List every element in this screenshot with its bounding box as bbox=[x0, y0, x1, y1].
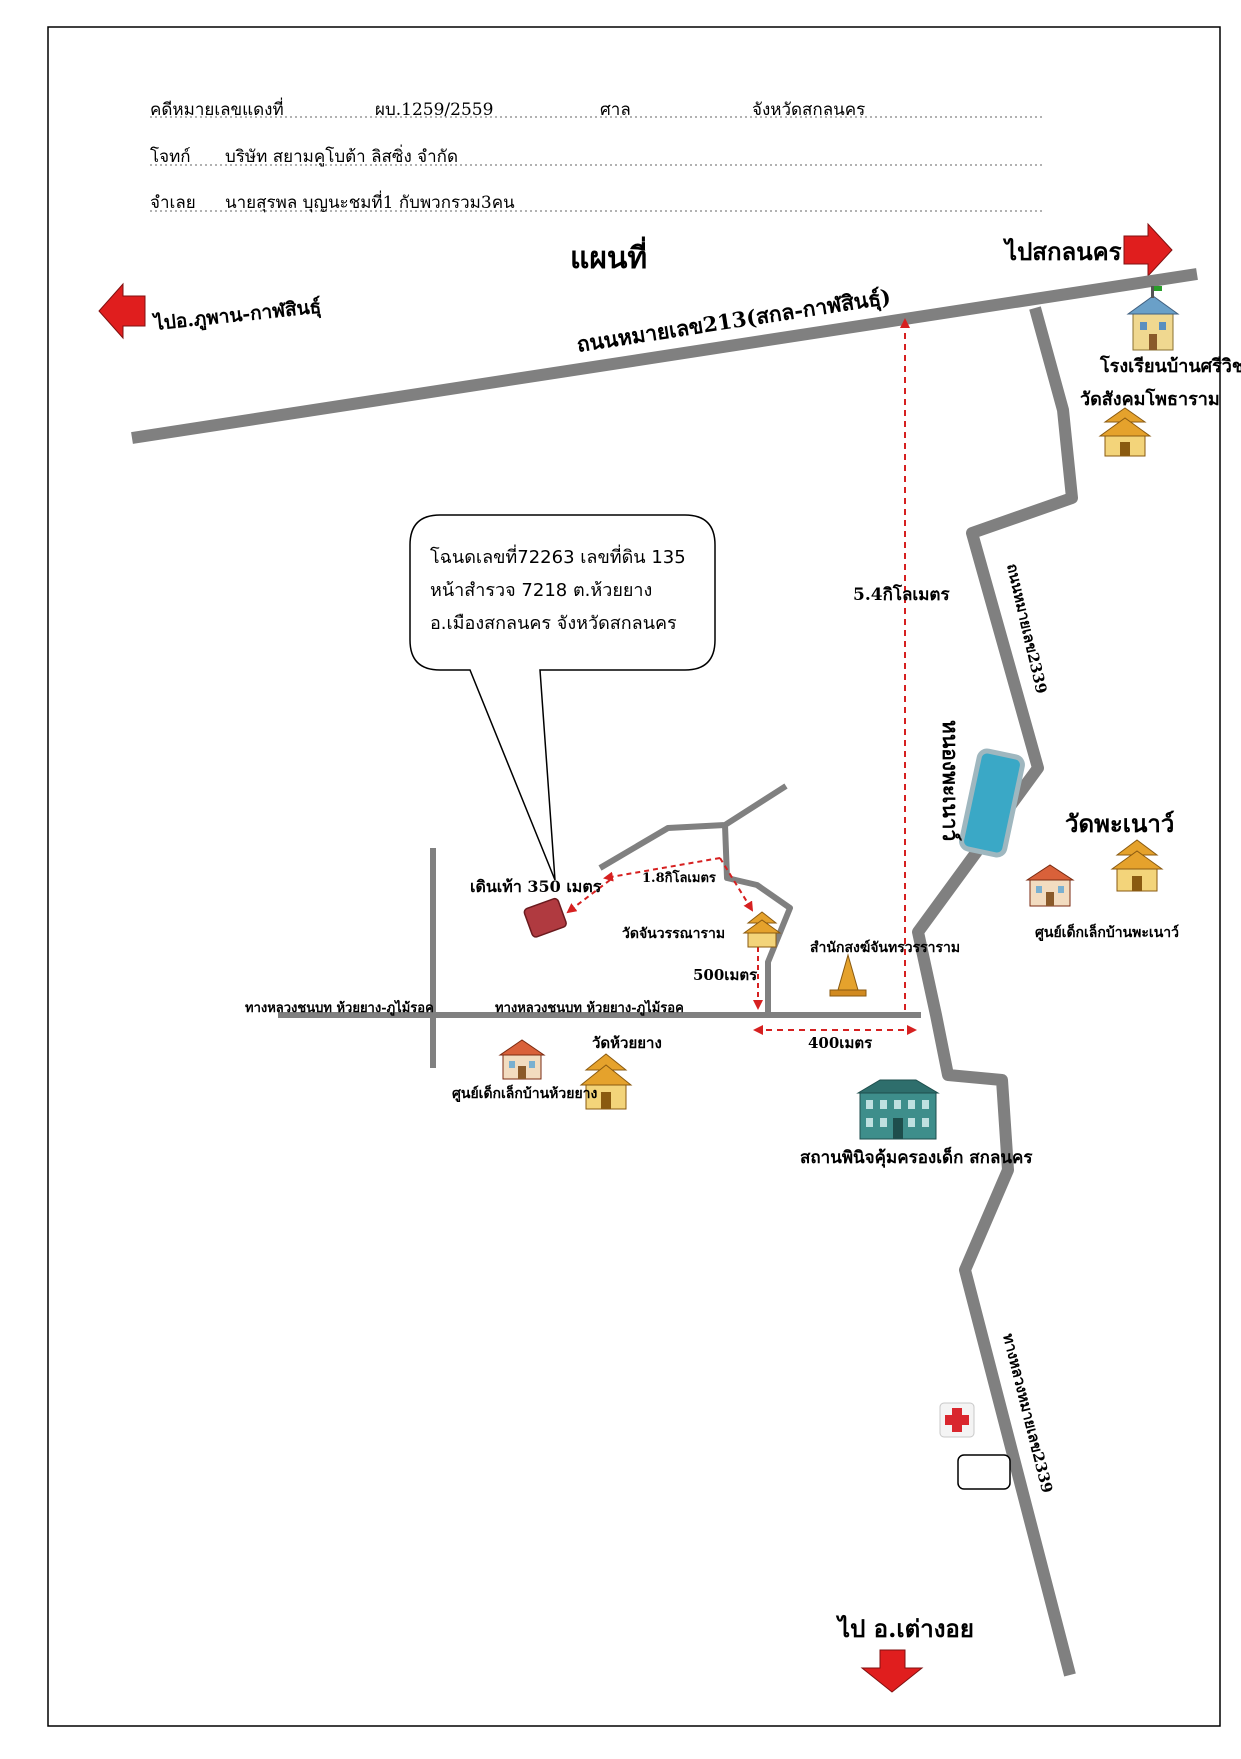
callout-bubble bbox=[409, 514, 716, 881]
temple-icon bbox=[742, 911, 782, 948]
hospital-icon bbox=[939, 1402, 975, 1438]
wat-chanwararam-label: วัดจันวรรณาราม bbox=[622, 926, 725, 942]
callout-line-2: หน้าสำรวจ 7218 ต.ห้วยยาง bbox=[430, 580, 652, 601]
to-tao-ngoi-arrow-icon bbox=[860, 1649, 924, 1693]
court-name: จังหวัดสกลนคร bbox=[752, 100, 865, 120]
dist-1-8km-line-a bbox=[719, 857, 754, 912]
rural-road-left-label: ทางหลวงชนบท ห้วยยาง-ภูไม้รอค bbox=[245, 999, 434, 1016]
header-underlines bbox=[150, 116, 1045, 212]
child-center-icon bbox=[1025, 864, 1075, 907]
temple-icon bbox=[579, 1053, 633, 1110]
school-icon bbox=[1126, 286, 1180, 351]
child-protection-label: สถานพินิจคุ้มครองเด็ก สกลนคร bbox=[800, 1145, 1033, 1168]
case-label: คดีหมายเลขแดงที่ bbox=[150, 97, 284, 120]
child-center-huai-yang-label: ศูนย์เด็กเล็กบ้านห้วยยาง bbox=[452, 1084, 598, 1102]
temple-icon bbox=[1110, 839, 1164, 892]
wat-sangkhom-label: วัดสังคมโพธาราม bbox=[1080, 388, 1220, 410]
stupa-icon bbox=[829, 953, 867, 997]
village-road-north bbox=[598, 783, 788, 871]
dist-1-8km-label: 1.8กิโลเมตร bbox=[642, 869, 716, 886]
to-tao-ngoi-label: ไป อ.เต่างอย bbox=[835, 1614, 974, 1643]
to-sakon-arrow-icon bbox=[1123, 222, 1173, 278]
court-label: ศาล bbox=[600, 100, 631, 120]
dist-400m-label: 400เมตร bbox=[808, 1034, 873, 1052]
defendant-name: นายสุรพล บุญนะชมที่1 กับพวกรวม3คน bbox=[225, 190, 515, 213]
to-phuphan-label: ไปอ.ภูพาน-กาฬสินธุ์ bbox=[151, 295, 322, 337]
blank-marker bbox=[957, 1454, 1011, 1490]
rural-road-mid-label: ทางหลวงชนบท ห้วยยาง-ภูไม้รอค bbox=[495, 999, 684, 1016]
dist-5-4km-label: 5.4กิโลเมตร bbox=[853, 584, 950, 605]
plaintiff-name: บริษัท สยามคูโบต้า ลิสซิ่ง จำกัด bbox=[225, 144, 458, 167]
school-srivicha-label: โรงเรียนบ้านศรีวิชา bbox=[1099, 355, 1241, 377]
temple-icon bbox=[1098, 407, 1152, 457]
dist-500m-label: 500เมตร bbox=[693, 966, 758, 984]
samnak-song-label: สำนักสงฆ์จันทรวรราราม bbox=[810, 939, 960, 956]
nong-phanao-label: หนองพะเนาว์ bbox=[938, 720, 963, 841]
wat-huai-yang-label: วัดห้วยยาง bbox=[592, 1034, 662, 1052]
child-center-phanao-label: ศูนย์เด็กเล็กบ้านพะเนาว์ bbox=[1035, 923, 1179, 941]
dist-1-8km-line-b bbox=[603, 857, 721, 882]
page-border bbox=[47, 26, 1221, 1727]
defendant-label: จำเลย bbox=[150, 193, 196, 213]
parcel-icon bbox=[523, 897, 567, 938]
callout-line-1: โฉนดเลขที่72263 เลขที่ดิน 135 bbox=[430, 544, 686, 568]
road-213 bbox=[131, 268, 1198, 444]
wat-phanao-label: วัดพะเนาว์ bbox=[1065, 809, 1174, 838]
road-2339 bbox=[912, 306, 1078, 1677]
to-sakon-label: ไปสกลนคร bbox=[1002, 237, 1122, 266]
walk-350m-label: เดินเท้า 350 เมตร bbox=[470, 877, 602, 896]
case-number: ผบ.1259/2559 bbox=[375, 100, 493, 120]
plaintiff-label: โจทก์ bbox=[150, 146, 191, 167]
callout-line-3: อ.เมืองสกลนคร จังหวัดสกลนคร bbox=[430, 613, 677, 634]
child-center-icon bbox=[498, 1039, 546, 1080]
building-icon bbox=[856, 1079, 940, 1140]
to-phuphan-arrow-icon bbox=[98, 282, 146, 340]
pond-icon bbox=[959, 748, 1025, 858]
map-title: แผนที่ bbox=[570, 236, 647, 276]
